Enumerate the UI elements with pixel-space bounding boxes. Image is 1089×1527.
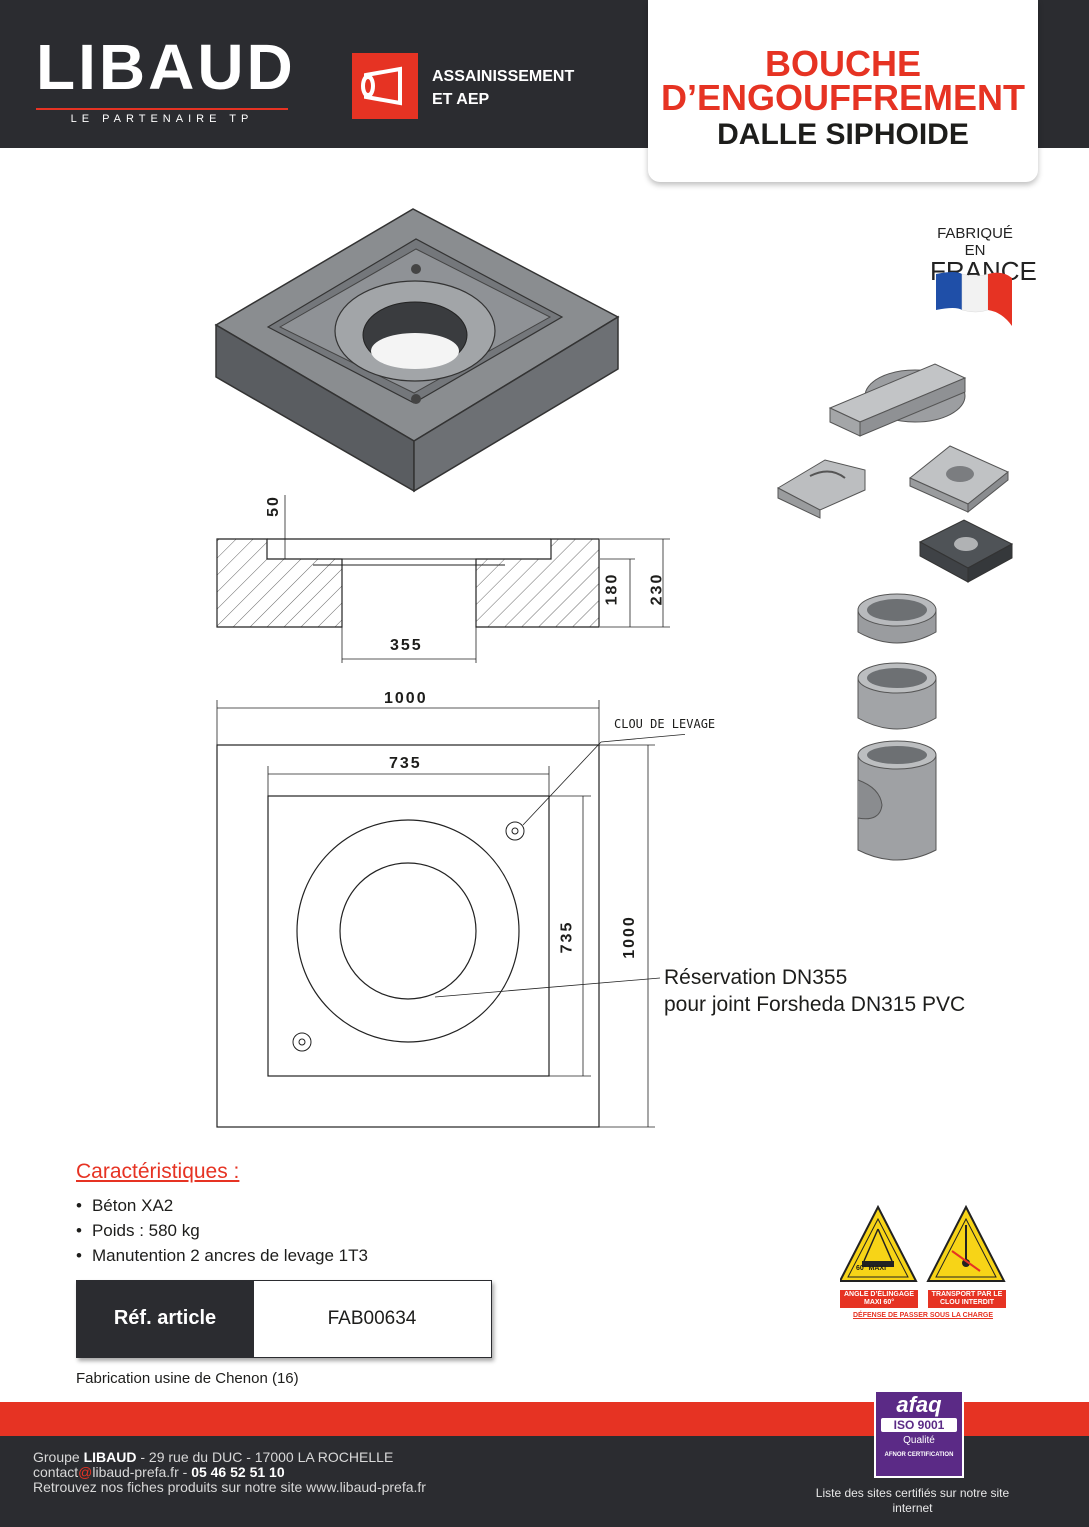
afaq-logo: afaq ISO 9001 Qualité AFNOR CERTIFICATIO… <box>874 1390 964 1478</box>
sign1-text: 60° MAXI <box>856 1265 887 1272</box>
category-label: ASSAINISSEMENT ET AEP <box>432 65 574 111</box>
footer-email-phone: contact@libaud-prefa.fr - 05 46 52 51 10 <box>33 1464 285 1480</box>
sling-angle-warning-icon <box>838 1204 918 1282</box>
product-title-line2: D’ENGOUFFREMENT <box>661 77 1025 118</box>
list-item: Béton XA2 <box>76 1196 368 1221</box>
characteristics-title: Caractéristiques : <box>76 1160 240 1183</box>
reservation-note: Réservation DN355 pour joint Forsheda DN… <box>664 964 965 1018</box>
badge-line1: FABRIQUÉ EN <box>937 225 1013 259</box>
logo-divider <box>36 108 288 110</box>
factory-note: Fabrication usine de Chenon (16) <box>76 1370 299 1387</box>
plan-view <box>216 700 685 1128</box>
category-line2: ET AEP <box>432 91 490 108</box>
reference-label: Réf. article <box>76 1280 254 1357</box>
reference-value: FAB00634 <box>327 1308 417 1329</box>
dimension-label: 1000 <box>384 690 428 707</box>
lifting-anchor-icon <box>411 264 421 274</box>
reservation-line2: pour joint Forsheda DN315 PVC <box>664 993 966 1016</box>
afaq-org: AFNOR CERTIFICATION <box>884 1452 954 1458</box>
brand-logo: LIBAUD <box>36 31 296 103</box>
slab-3d-view <box>214 208 620 493</box>
list-item: Poids : 580 kg <box>76 1221 368 1246</box>
warning-note: DÉFENSE DE PASSER SOUS LA CHARGE <box>852 1312 994 1319</box>
afaq-brand: afaq <box>896 1392 942 1417</box>
afaq-quality: Qualité <box>903 1435 935 1446</box>
lifting-anchor-label: CLOU DE LEVAGE <box>614 717 716 731</box>
dimension-label: 230 <box>648 572 666 606</box>
section-view <box>216 495 670 663</box>
footer-website: Retrouvez nos fiches produits sur notre … <box>33 1479 426 1495</box>
dimension-label: 735 <box>389 755 422 772</box>
pipe-icon <box>352 53 418 119</box>
dimension-label: 355 <box>390 637 423 654</box>
title-card <box>648 0 1038 182</box>
footer-contact: Groupe LIBAUD - 29 rue du DUC - 17000 LA… <box>33 1450 426 1495</box>
warning-caption: ANGLE D’ÉLINGAGE MAXI 60° <box>840 1290 918 1308</box>
no-transport-by-anchor-icon <box>926 1204 1006 1282</box>
afaq-standard: ISO 9001 <box>881 1418 957 1432</box>
footer-certified-sites: Liste des sites certifiés sur notre site… <box>815 1486 1010 1515</box>
assembly-exploded-view <box>776 363 1014 861</box>
warning-caption: TRANSPORT PAR LE CLOU INTERDIT <box>928 1290 1006 1308</box>
characteristics-list: Béton XA2 Poids : 580 kg Manutention 2 a… <box>76 1196 368 1271</box>
reservation-line1: Réservation DN355 <box>664 966 848 989</box>
brand-tagline: LE PARTENAIRE TP <box>70 113 254 125</box>
lifting-anchor-icon <box>411 394 421 404</box>
category-line1: ASSAINISSEMENT <box>432 68 575 85</box>
product-subtitle: DALLE SIPHOIDE <box>717 118 969 151</box>
dimension-label: 735 <box>558 920 576 954</box>
footer-address: Groupe LIBAUD - 29 rue du DUC - 17000 LA… <box>33 1449 394 1465</box>
product-title-line1: BOUCHE <box>764 43 921 84</box>
dimension-label: 180 <box>603 572 621 606</box>
french-flag-icon <box>936 272 1012 326</box>
dimension-label: 1000 <box>620 915 638 959</box>
list-item: Manutention 2 ancres de levage 1T3 <box>76 1246 368 1271</box>
safety-warnings: 60° MAXI ANGLE D’ÉLINGAGE MAXI 60° TRANS… <box>838 1204 1006 1319</box>
dimension-label: 50 <box>264 495 282 517</box>
